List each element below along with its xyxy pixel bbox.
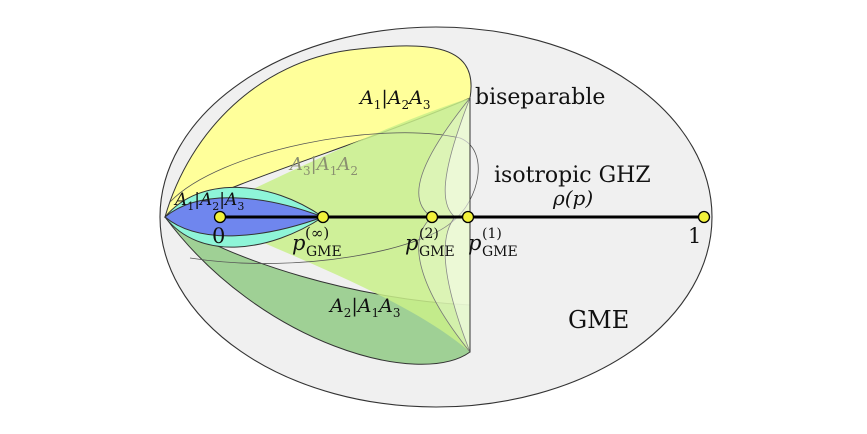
label-rho-p: ρ(p) <box>552 186 593 210</box>
svg-text:GME: GME <box>482 244 518 260</box>
svg-text:p: p <box>405 231 418 255</box>
point-one <box>697 210 711 224</box>
svg-text:(2): (2) <box>419 226 439 242</box>
region-a3-boundary <box>169 132 479 264</box>
label-a2-a1a3: A2|A1A3 <box>328 295 401 320</box>
region-a1-a2a3 <box>164 45 472 218</box>
points-layer <box>213 210 711 224</box>
label-biseparable: biseparable <box>475 85 605 110</box>
region-a3-a1a2 <box>200 98 470 352</box>
label-a3-a1a2: A3|A1A2 <box>288 154 358 178</box>
label-a1-a2a3: A1|A2A3 <box>358 87 431 112</box>
svg-text:(∞): (∞) <box>305 224 329 242</box>
tick-one: 1 <box>688 224 701 248</box>
label-p-gme-infinity: p GME (∞) <box>292 224 342 260</box>
svg-text:GME: GME <box>306 244 342 260</box>
svg-text:GME: GME <box>419 244 455 260</box>
label-p-gme-2: p GME (2) <box>405 226 455 260</box>
label-fully-separable: A1|A2|A3 <box>173 190 244 213</box>
label-p-gme-1: p GME (1) <box>468 226 518 260</box>
point-p-gme-infinity <box>316 210 330 224</box>
svg-text:p: p <box>468 231 481 255</box>
point-p-gme-1 <box>461 210 475 224</box>
point-zero <box>213 210 227 224</box>
label-gme: GME <box>568 306 629 334</box>
svg-text:(1): (1) <box>482 226 502 242</box>
svg-text:p: p <box>292 231 305 255</box>
tick-zero: 0 <box>212 224 225 248</box>
label-isotropic-ghz: isotropic GHZ <box>494 163 651 188</box>
point-p-gme-2 <box>425 210 439 224</box>
